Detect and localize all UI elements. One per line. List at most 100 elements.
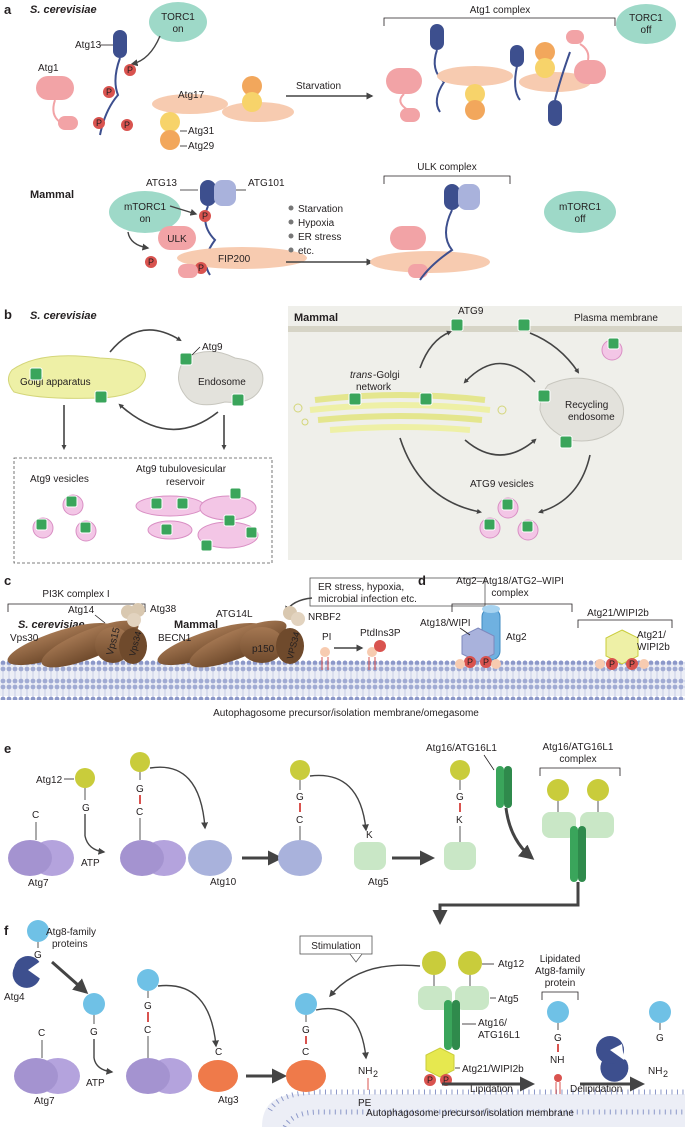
panel-a-mammal-title: Mammal (30, 189, 74, 201)
condition-3: ER stress (298, 232, 341, 243)
e-g-1: G (82, 803, 90, 814)
phospho-a2 (103, 86, 115, 98)
atg9-label: Atg9 (202, 342, 223, 353)
atg12-label-f: Atg12 (498, 959, 525, 970)
membrane-f-label: Autophagosome precursor/isolation membra… (366, 1108, 574, 1119)
phospho-a4 (121, 119, 133, 131)
e-g-2: G (136, 784, 144, 795)
f-nh2-1-sub: 2 (373, 1069, 378, 1079)
panel-f-label: f (4, 923, 9, 938)
panel-c-yeast-title: S. cerevisiae (18, 619, 85, 631)
atg17-left (152, 94, 228, 114)
e-atp: ATP (81, 858, 100, 869)
f-g-4: G (302, 1025, 310, 1036)
mammal-pi3k-complex (157, 606, 305, 668)
yeast-vesicles (32, 487, 259, 552)
stress-box (309, 577, 486, 607)
atg21-label-2: WIPI2b (637, 642, 670, 653)
atg17-label: Atg17 (178, 90, 205, 101)
panel-a-yeast-title: S. cerevisiae (30, 4, 97, 16)
atg8-family-label-2: proteins (52, 939, 88, 950)
e-g-4: G (456, 792, 464, 803)
stimulation-label: Stimulation (311, 941, 360, 952)
torc1-on-label-1: TORC1 (161, 12, 195, 23)
atg5-shape (354, 842, 386, 870)
f-nh: NH (550, 1055, 564, 1066)
torc1-off-label-1: TORC1 (629, 13, 663, 24)
atg2-label: Atg2 (506, 632, 527, 643)
atg7-shape-e (8, 840, 52, 876)
atg21-shape (605, 629, 639, 665)
atg13m-label: ATG13 (146, 178, 177, 189)
d-phospho-2: P (483, 657, 489, 667)
panel-c: c PI3K complex I S. cerevisiae Mammal Au… (0, 573, 685, 719)
atg21-head-label: Atg21/WIPI2b (587, 608, 649, 619)
pi-label: PI (322, 632, 331, 643)
mtorc1-off-circle (544, 191, 616, 233)
lipidated-label-1: Lipidated (540, 954, 581, 965)
recycling-endosome-shape (539, 377, 625, 442)
phospho-a2-label: P (106, 87, 112, 97)
atg8-shape-1 (27, 920, 49, 942)
mammal-conditions: Starvation Hypoxia ER stress etc. (288, 204, 343, 257)
atg8-family-label-1: Atg8-family (46, 927, 96, 938)
f-phospho-2: P (443, 1075, 449, 1085)
vps30-label: Vps30 (10, 633, 39, 644)
atg7-shape-f (14, 1058, 58, 1094)
lipidated-label-2: Atg8-family (535, 966, 585, 977)
f-pe: PE (358, 1098, 372, 1109)
ulk-label: ULK (167, 234, 187, 245)
fip200-label: FIP200 (218, 254, 251, 265)
atg38-label: Atg38 (150, 604, 177, 615)
endosome-shape (178, 351, 264, 406)
atg101-label: ATG101 (248, 178, 285, 189)
torc1-off-circle (616, 4, 676, 44)
phospho-m1: P (202, 211, 208, 221)
panel-d: d Atg2–Atg18/ATG2–WIPI complex Atg21/WIP… (418, 573, 673, 670)
atg13m-shape (200, 180, 216, 206)
atg5-label-f: Atg5 (498, 994, 519, 1005)
d-phospho-1: P (467, 657, 473, 667)
phospho-a3-label: P (96, 118, 102, 128)
panel-b-label: b (4, 307, 12, 322)
atg2-complex-title-1: Atg2–Atg18/ATG2–WIPI (456, 576, 564, 587)
atg14-label: Atg14 (68, 605, 95, 616)
atg7-label-e: Atg7 (28, 878, 49, 889)
nrbf2-label: NRBF2 (308, 612, 341, 623)
stress-box-line-1: ER stress, hypoxia, (318, 582, 404, 593)
stimulation-box (299, 935, 373, 955)
f-nh2-2-sub: 2 (663, 1069, 668, 1079)
atg7-label-f: Atg7 (34, 1096, 55, 1107)
f-c-1: C (38, 1028, 45, 1039)
panel-b: b S. cerevisiae Golgi apparatus Endosome… (4, 306, 682, 564)
panel-a-label: a (4, 2, 12, 17)
f-c-4: C (302, 1047, 309, 1058)
atg13-shape (113, 30, 127, 58)
e-c-3: C (296, 815, 303, 826)
condition-1: Starvation (298, 204, 343, 215)
atg21-label-1: Atg21/ (637, 630, 666, 641)
atg16-complex-label-2: complex (559, 754, 596, 765)
panel-c-label: c (4, 573, 11, 588)
panel-b-mammal-title: Mammal (294, 312, 338, 324)
torc1-off-label-2: off (641, 25, 652, 36)
starvation-label: Starvation (296, 81, 341, 92)
atg101-shape (214, 180, 236, 206)
trans-golgi-label-2: -Golgi (373, 370, 400, 381)
panel-f: f Atg8-family proteins G Atg4 G ATP C At… (4, 920, 685, 1127)
atg16-label-f-1: Atg16/ (478, 1018, 507, 1029)
f-atp: ATP (86, 1078, 105, 1089)
mtorc1-on-label-1: mTORC1 (124, 202, 166, 213)
atg1-label: Atg1 (38, 63, 59, 74)
ulk-complex-label: ULK complex (417, 162, 476, 173)
atg3-label: Atg3 (218, 1095, 239, 1106)
atg16-complex-label-1: Atg16/ATG16L1 (543, 742, 614, 753)
phospho-m2: P (148, 257, 154, 267)
atg16-label-e: Atg16/ATG16L1 (426, 743, 497, 754)
reservoir-label-2: reservoir (166, 477, 206, 488)
f-c-3: C (215, 1047, 222, 1058)
f-g-5: G (554, 1033, 562, 1044)
f-c-2: C (144, 1025, 151, 1036)
f-phospho-1: P (427, 1075, 433, 1085)
